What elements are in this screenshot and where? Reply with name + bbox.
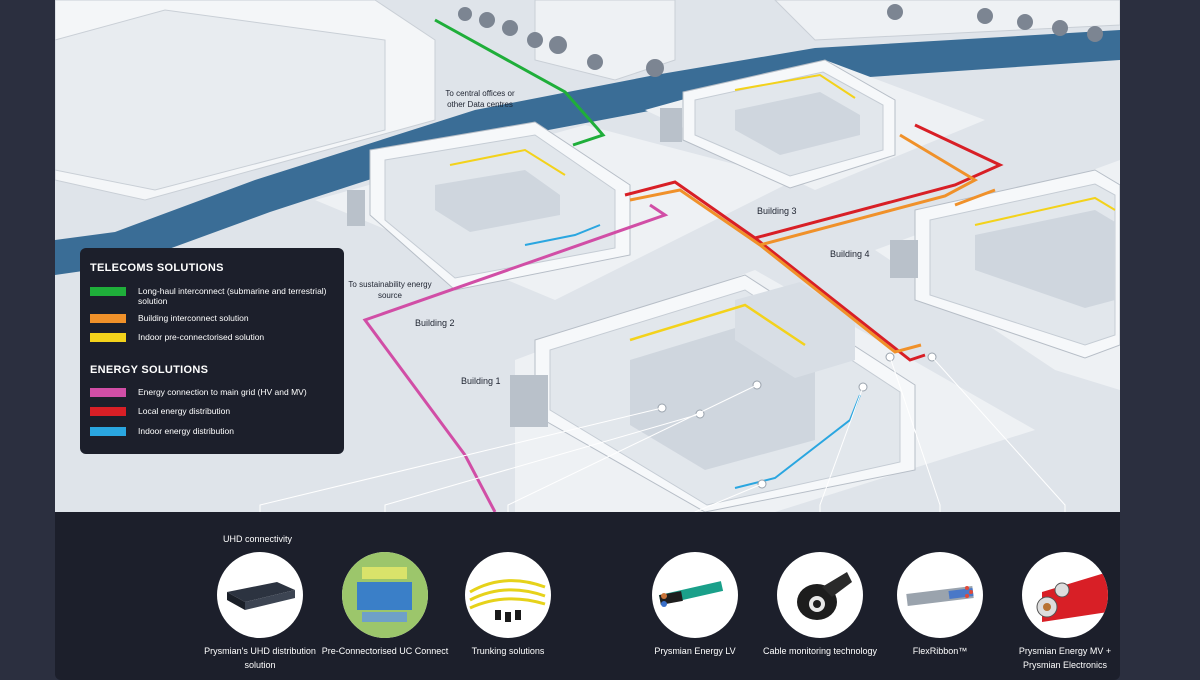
indoor-preconnectorised-cable <box>974 196 1116 226</box>
uhd-connectivity-caption: UHD connectivity <box>223 534 293 544</box>
energy-mv-image <box>1022 552 1108 638</box>
product-energy-lv[interactable]: Prysmian Energy LV <box>630 552 760 658</box>
legend-label: Building interconnect solution <box>138 313 249 323</box>
product-uhd-distribution[interactable]: Prysmian's UHD distribution solution <box>195 552 325 672</box>
legend-label: Energy connection to main grid (HV and M… <box>138 387 307 397</box>
legend-label: Indoor pre-connectorised solution <box>138 332 265 342</box>
city-block <box>774 0 1120 41</box>
hv-mv-cable <box>362 203 669 512</box>
legend-swatch <box>90 388 126 397</box>
local-energy-cable <box>754 123 1004 240</box>
product-title: Trunking solutions <box>471 646 545 656</box>
indoor-preconnectorised-cable <box>629 303 806 347</box>
legend-panel: TELECOMS SOLUTIONS Long-haul interconnec… <box>80 248 344 454</box>
building-1-label: Building 1 <box>461 376 501 386</box>
legend-item: Building interconnect solution <box>90 313 338 323</box>
legend-swatch <box>90 333 126 342</box>
cable-monitoring-image <box>777 552 863 638</box>
product-title: Prysmian Energy MV + Prysmian Electronic… <box>1018 646 1112 670</box>
products-strip: UHD connectivity Prysmian's UHD distribu… <box>55 512 1120 680</box>
indoor-preconnectorised-cable <box>449 148 566 176</box>
city-block <box>534 0 676 81</box>
indoor-energy-cable <box>524 224 601 246</box>
legend-label: Local energy distribution <box>138 406 231 416</box>
product-energy-mv[interactable]: Prysmian Energy MV + Prysmian Electronic… <box>1000 552 1120 672</box>
product-flexribbon[interactable]: FlexRibbon™ <box>875 552 1005 658</box>
scene-illustration <box>55 0 1120 512</box>
legend-item: Local energy distribution <box>90 406 338 416</box>
infographic-frame: Building 1 Building 2 Building 3 Buildin… <box>55 0 1120 680</box>
product-uc-connect[interactable]: Pre-Connectorised UC Connect <box>320 552 450 658</box>
legend-item: Energy connection to main grid (HV and M… <box>90 387 338 397</box>
product-cable-monitoring[interactable]: Cable monitoring technology <box>755 552 885 658</box>
legend-swatch <box>90 287 126 296</box>
trees <box>458 4 1103 77</box>
legend-label: Indoor energy distribution <box>138 426 234 436</box>
building-interconnect-cable <box>759 133 979 247</box>
legend-swatch <box>90 407 126 416</box>
legend-item: Long-haul interconnect (submarine and te… <box>90 286 338 306</box>
product-title: Prysmian's UHD distribution solution <box>204 646 316 670</box>
legend-item: Indoor pre-connectorised solution <box>90 332 338 342</box>
indoor-preconnectorised-cable <box>734 73 856 99</box>
uc-connect-image <box>342 552 428 638</box>
energy-lv-image <box>652 552 738 638</box>
energy-heading: ENERGY SOLUTIONS <box>90 364 209 376</box>
building-3-label: Building 3 <box>757 206 797 216</box>
building-2-label: Building 2 <box>415 318 455 328</box>
uhd-panel-image <box>217 552 303 638</box>
building-interconnect-cable <box>954 188 996 207</box>
city-block <box>55 9 386 191</box>
product-title: Prysmian Energy LV <box>654 646 736 656</box>
legend-swatch <box>90 427 126 436</box>
legend-item: Indoor energy distribution <box>90 426 338 436</box>
building-3 <box>660 59 896 189</box>
long-haul-cable <box>434 18 606 147</box>
legend-swatch <box>90 314 126 323</box>
product-title: Pre-Connectorised UC Connect <box>321 646 449 656</box>
flexribbon-image <box>897 552 983 638</box>
building-4 <box>890 169 1120 359</box>
product-trunking[interactable]: Trunking solutions <box>443 552 573 658</box>
product-title: Cable monitoring technology <box>762 646 878 656</box>
sustainability-note: To sustainability energy source <box>348 280 432 300</box>
telecoms-heading: TELECOMS SOLUTIONS <box>90 262 224 274</box>
building-4-label: Building 4 <box>830 249 870 259</box>
legend-label: Long-haul interconnect (submarine and te… <box>138 286 327 306</box>
trunking-image <box>465 552 551 638</box>
product-title: FlexRibbon™ <box>912 646 968 656</box>
datacentre-scene: Building 1 Building 2 Building 3 Buildin… <box>55 0 1120 512</box>
building-1 <box>510 274 916 512</box>
central-offices-note: To central offices or other Data centres <box>445 89 515 109</box>
callout-lines <box>259 356 1066 512</box>
